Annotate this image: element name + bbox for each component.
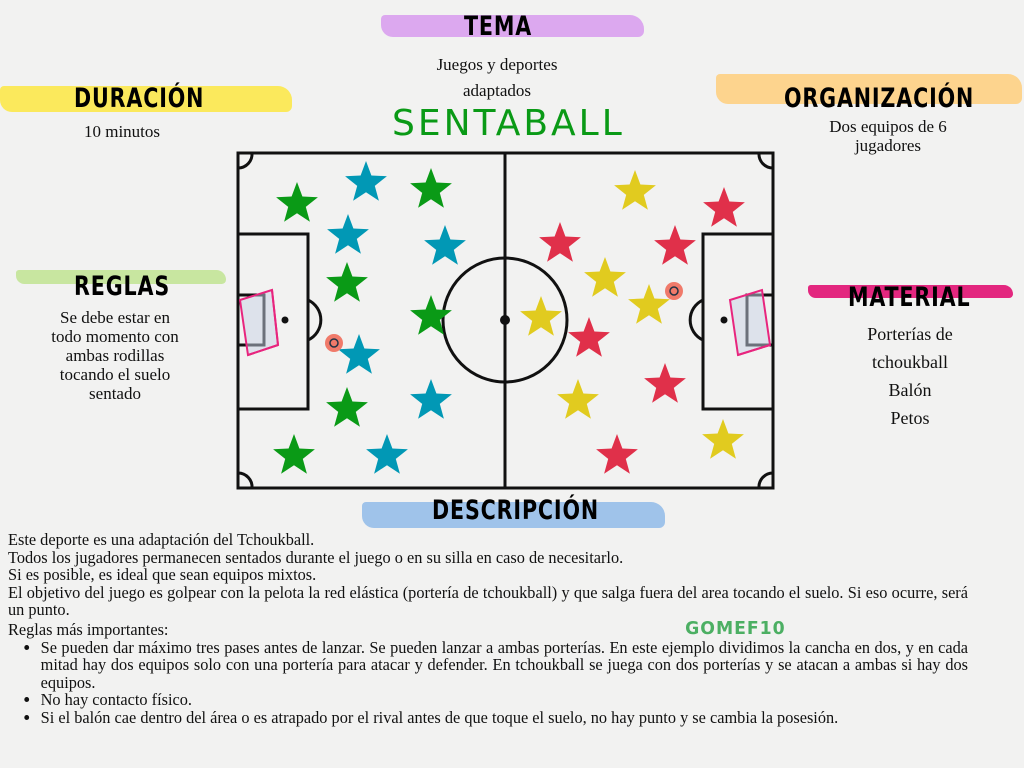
organizacion-brush (716, 74, 1022, 104)
right-penalty-spot (720, 316, 728, 324)
red-player-star-icon (703, 187, 745, 227)
material-item: Balón (888, 380, 932, 400)
rules-heading-line: Reglas más importantes: GOMEF10 (8, 617, 968, 639)
yellow-player-star-icon (584, 257, 626, 297)
center-circle (441, 256, 569, 384)
reglas-line: tocando el suelo (59, 365, 171, 384)
organizacion-heading: ORGANIZACIÓN (784, 83, 975, 114)
soccer-field-diagram (236, 151, 775, 490)
green-player-star-icon (326, 387, 368, 427)
green-player-star-icon (326, 262, 368, 302)
descripcion-heading: DESCRIPCIÓN (432, 495, 599, 526)
desc-paragraph: Reglas más importantes: (8, 620, 169, 639)
right-goal-net-icon (728, 288, 772, 357)
red-player-star-icon (644, 363, 686, 403)
blue-player-star-icon (327, 214, 369, 254)
tema-text-2: adaptados (463, 81, 531, 100)
rules-list: Se pueden dar máximo tres pases antes de… (8, 638, 968, 727)
descripcion-body: Este deporte es una adaptación del Tchou… (8, 531, 968, 726)
right-arc (688, 298, 704, 342)
left-arc (307, 298, 323, 342)
yellow-player-star-icon (557, 379, 599, 419)
desc-paragraph: Si es posible, es ideal que sean equipos… (8, 565, 317, 584)
material-item: Petos (890, 408, 930, 428)
tema-brush (381, 15, 644, 37)
tema-text-1: Juegos y deportes (436, 55, 558, 74)
duracion-heading: DURACIÓN (74, 83, 205, 114)
reglas-brush (16, 270, 226, 284)
reglas-heading: REGLAS (74, 271, 171, 302)
desc-paragraph: Todos los jugadores permanecen sentados … (8, 547, 624, 567)
yellow-player-star-icon (702, 419, 744, 459)
blue-player-star-icon (345, 161, 387, 201)
material-item: Porterías de (867, 324, 953, 344)
blue-player-star-icon (366, 434, 408, 474)
reglas-line: todo momento con (51, 327, 179, 346)
material-heading: MATERIAL (848, 282, 971, 313)
desc-paragraph: Este deporte es una adaptación del Tchou… (8, 530, 315, 549)
reglas-line: sentado (89, 384, 141, 403)
green-player-star-icon (410, 168, 452, 208)
red-player-star-icon (596, 434, 638, 474)
left-penalty-spot (281, 316, 289, 324)
blue-player-star-icon (338, 334, 380, 374)
material-item: tchoukball (872, 352, 948, 372)
yellow-player-star-icon (628, 284, 670, 324)
game-title: SENTABALL (392, 103, 625, 144)
reglas-line: ambas rodillas (65, 346, 165, 365)
red-player-star-icon (654, 225, 696, 265)
green-player-star-icon (410, 295, 452, 335)
rule-item: No hay contacto físico. (41, 691, 968, 709)
red-player-star-icon (539, 222, 581, 262)
green-player-star-icon (273, 434, 315, 474)
green-player-star-icon (276, 182, 318, 222)
reglas-line: Se debe estar en (60, 308, 170, 327)
duracion-text: 10 minutos (83, 122, 161, 141)
organizacion-text-2: jugadores (854, 136, 922, 155)
ball-icon (325, 334, 343, 352)
organizacion-text-1: Dos equipos de 6 (829, 117, 947, 136)
desc-paragraph: El objetivo del juego es golpear con la … (8, 582, 968, 619)
yellow-player-star-icon (520, 296, 562, 336)
center-spot (500, 315, 510, 325)
rule-item: Se pueden dar máximo tres pases antes de… (41, 638, 968, 692)
reglas-text: Se debe estar en todo momento con ambas … (20, 308, 210, 403)
ball-icon (665, 282, 683, 300)
yellow-player-star-icon (614, 170, 656, 210)
descripcion-brush (362, 502, 665, 528)
red-player-star-icon (568, 317, 610, 357)
material-list: Porterías de tchoukball Balón Petos (820, 320, 1000, 432)
tema-heading: TEMA (464, 11, 533, 42)
blue-player-star-icon (424, 225, 466, 265)
blue-player-star-icon (410, 379, 452, 419)
left-goal-net-icon (238, 288, 280, 357)
duracion-brush (0, 86, 292, 112)
author-signature: GOMEF10 (685, 617, 786, 639)
rule-item: Si el balón cae dentro del área o es atr… (41, 708, 968, 727)
material-brush (808, 285, 1013, 298)
